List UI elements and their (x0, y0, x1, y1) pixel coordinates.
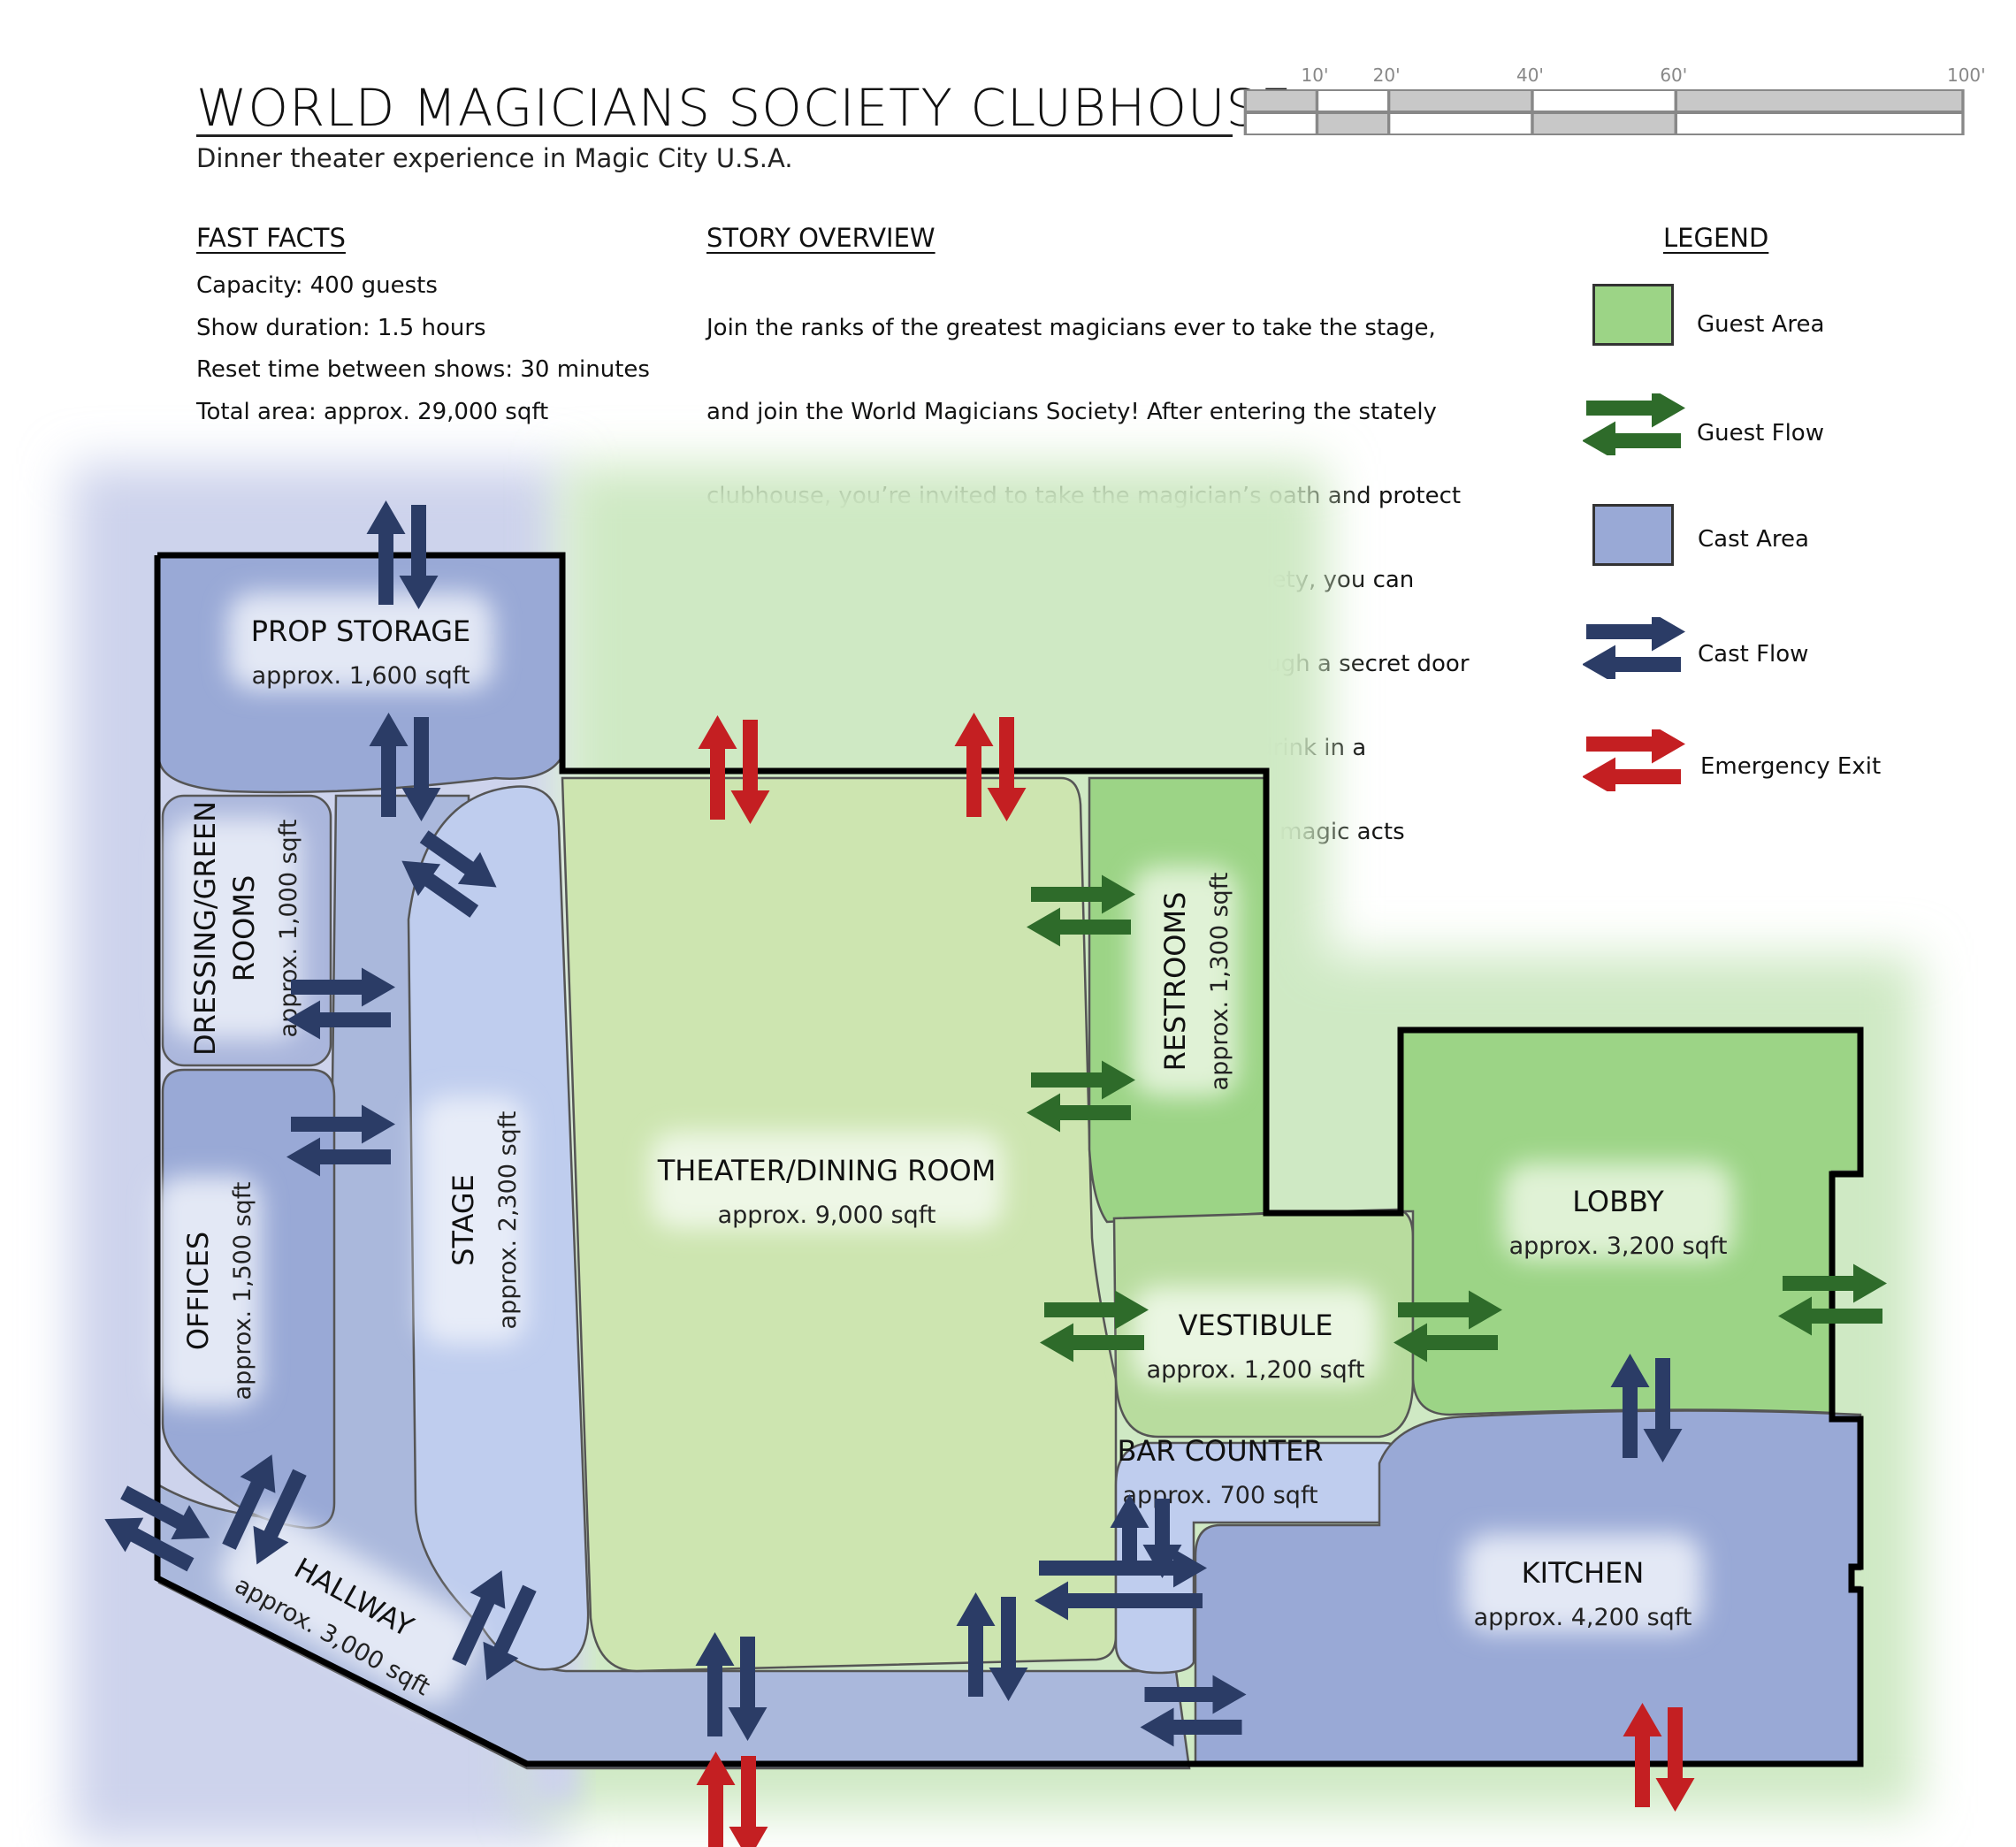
room-name: STAGE (447, 1174, 480, 1266)
room-label-bar-counter: BAR COUNTER approx. 700 sqft (1117, 1434, 1323, 1509)
fact-show-duration: Show duration: 1.5 hours (196, 314, 486, 341)
room-name: THEATER/DINING ROOM (657, 1154, 997, 1187)
fast-facts-list: Capacity: 400 guests Show duration: 1.5 … (196, 265, 650, 433)
legend: Guest Area Guest Flow Cast Area Cast Flo… (1583, 265, 2007, 813)
scale-tick-label: 40' (1516, 65, 1544, 86)
scale-tick-label: 100' (1947, 65, 1986, 86)
legend-guest-flow-label: Guest Flow (1697, 420, 1824, 446)
flow-arrow-cast-lobby-kitchen (1610, 1354, 1683, 1462)
flow-arrow-cast-hallway-stage-diagonal (401, 830, 497, 918)
flow-arrow-emergency-theater-exit-north-1 (698, 715, 770, 824)
flow-arrow-guest-vestibule-lobby (1394, 1290, 1502, 1362)
story-line: and join the World Magicians Society! Af… (706, 398, 1437, 425)
room-area: approx. 1,500 sqft (229, 1182, 256, 1401)
story-heading: STORY OVERVIEW (706, 223, 935, 253)
fact-capacity: Capacity: 400 guests (196, 272, 438, 299)
room-label-restrooms: RESTROOMS approx. 1,300 sqft (1132, 866, 1238, 1096)
legend-guest-area-label: Guest Area (1697, 311, 1825, 338)
flow-arrow-cast-prop-storage-hallway (369, 713, 441, 821)
room-area: approx. 700 sqft (1122, 1482, 1317, 1509)
cast-flow-arrows-icon (1583, 617, 1685, 679)
story-line: Join the ranks of the greatest magicians… (706, 314, 1436, 341)
scale-segment (1531, 89, 1677, 112)
flow-arrow-cast-bar-hallway (1110, 1494, 1182, 1578)
flow-arrow-cast-dressing-hallway (286, 967, 395, 1040)
legend-heading: LEGEND (1663, 223, 1769, 253)
scale-segment (1674, 112, 1965, 135)
room-area: approx. 3,200 sqft (1509, 1233, 1728, 1260)
flow-arrow-cast-theater-bar-kitchen (1035, 1548, 1207, 1621)
room-area: approx. 1,200 sqft (1147, 1356, 1365, 1384)
emergency-exit-arrows-icon (1583, 729, 1685, 791)
page-title: WORLD MAGICIANS SOCIETY CLUBHOUSE (196, 78, 1293, 138)
room-label-stage: STAGE approx. 2,300 sqft (420, 1096, 526, 1344)
scale-segment (1243, 112, 1319, 135)
room-area: approx. 2,300 sqft (494, 1111, 522, 1330)
flow-arrow-cast-hallway-kitchen (1140, 1675, 1247, 1747)
legend-arrow-pair (1583, 617, 1685, 679)
fast-facts-heading: FAST FACTS (196, 223, 346, 253)
room-name: KITCHEN (1522, 1556, 1645, 1590)
title-underline (196, 134, 1233, 137)
scale-bar: 10' 20' 40' 60' 100' (1243, 65, 1986, 135)
flow-arrow-guest-lobby-entrance (1778, 1263, 1887, 1336)
page-subtitle: Dinner theater experience in Magic City … (196, 143, 793, 173)
exterior-walls (154, 552, 1864, 1767)
legend-cast-flow-label: Cast Flow (1698, 641, 1809, 668)
room-label-prop-storage: PROP STORAGE approx. 1,600 sqft (228, 592, 493, 690)
guest-flow-arrows-icon (1583, 393, 1685, 455)
legend-emergency-exit-label: Emergency Exit (1700, 753, 1882, 780)
room-label-kitchen: KITCHEN approx. 4,200 sqft (1463, 1534, 1702, 1631)
legend-cast-area-swatch (1592, 504, 1674, 566)
flow-arrow-emergency-hallway-exit-south (696, 1752, 768, 1847)
scale-segment (1387, 89, 1534, 112)
fact-reset-time: Reset time between shows: 30 minutes (196, 356, 650, 383)
flow-arrow-guest-theater-restrooms-1 (1027, 874, 1135, 947)
flow-arrow-cast-west-exterior (104, 1485, 210, 1572)
fact-total-area: Total area: approx. 29,000 sqft (196, 398, 549, 425)
room-name: OFFICES (181, 1232, 215, 1350)
room-area: approx. 1,300 sqft (1206, 873, 1233, 1091)
scale-segment (1531, 112, 1677, 135)
flow-arrow-cast-theater-hallway-2 (956, 1592, 1028, 1701)
scale-tick-label: 60' (1660, 65, 1687, 86)
room-name: RESTROOMS (1158, 892, 1192, 1072)
room-area: approx. 1,600 sqft (252, 662, 470, 690)
legend-cast-area-label: Cast Area (1698, 526, 1809, 553)
scale-tick-label: 20' (1373, 65, 1401, 86)
flow-arrow-cast-stage-hallway-south (452, 1570, 537, 1681)
room-area: approx. 4,200 sqft (1474, 1604, 1692, 1631)
scale-segment (1315, 89, 1391, 112)
flow-arrow-guest-theater-restrooms-2 (1027, 1060, 1135, 1133)
room-label-vestibule: VESTIBULE approx. 1,200 sqft (1132, 1286, 1379, 1384)
flow-arrow-cast-offices-hallway-south (222, 1454, 307, 1565)
scale-tick-label: 10' (1302, 65, 1329, 86)
scale-segment (1387, 112, 1534, 135)
room-label-theater-dining-room: THEATER/DINING ROOM approx. 9,000 sqft (650, 1132, 1004, 1229)
flow-arrow-emergency-theater-exit-north-2 (954, 713, 1027, 821)
legend-arrow-pair (1583, 393, 1685, 455)
flow-arrow-cast-theater-hallway-1 (695, 1632, 767, 1741)
room-name: DRESSING/GREEN (188, 801, 222, 1056)
legend-guest-area-swatch (1592, 284, 1674, 346)
room-name: PROP STORAGE (251, 614, 471, 648)
flow-arrow-emergency-kitchen-exit-south (1623, 1703, 1695, 1812)
legend-arrow-pair (1583, 729, 1685, 791)
flow-arrow-guest-theater-vestibule (1040, 1290, 1149, 1362)
room-name: LOBBY (1572, 1185, 1664, 1218)
flow-arrow-cast-prop-storage-exterior (366, 500, 439, 609)
scale-segment (1674, 89, 1965, 112)
room-label-lobby: LOBBY approx. 3,200 sqft (1503, 1163, 1733, 1260)
room-area: approx. 1,000 sqft (275, 820, 302, 1038)
room-label-offices: OFFICES approx. 1,500 sqft (155, 1176, 261, 1406)
room-name: BAR COUNTER (1117, 1434, 1323, 1468)
room-area: approx. 9,000 sqft (718, 1202, 936, 1229)
flow-arrow-cast-offices-hallway (286, 1104, 395, 1177)
room-name: ROOMS (227, 875, 261, 982)
room-name: VESTIBULE (1179, 1309, 1333, 1342)
